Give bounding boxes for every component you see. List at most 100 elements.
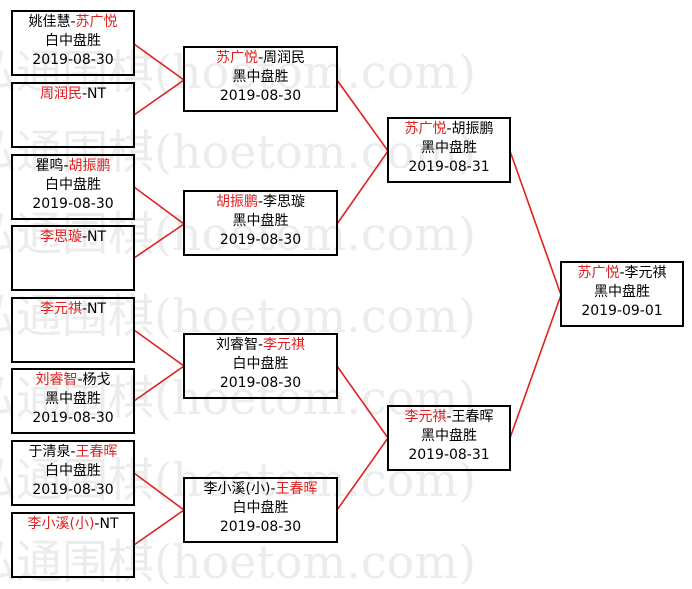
match-players: 李小溪(小)-NT xyxy=(27,516,119,532)
match-result xyxy=(13,534,133,553)
player-name: 胡振鹏 xyxy=(451,121,494,137)
match-players: 李小溪(小)-王春晖 xyxy=(203,481,318,497)
match-date: 2019-08-30 xyxy=(219,232,302,248)
match-date: 2019-08-30 xyxy=(32,196,114,212)
match-date: 2019-08-30 xyxy=(219,88,302,104)
match-players: 刘睿智-杨戈 xyxy=(35,372,111,388)
match-result: 黑中盘胜 xyxy=(232,213,289,229)
player-name: 周润民 xyxy=(263,50,306,66)
match-box-r1m7: 于清泉-王春晖 白中盘胜 2019-08-30 xyxy=(11,440,135,506)
match-players: 瞿鸣-胡振鹏 xyxy=(35,158,111,174)
match-box-final: 苏广悦-李元祺 黑中盘胜 2019-09-01 xyxy=(560,261,684,327)
match-date xyxy=(13,123,133,142)
watermark-text: 弘通围棋(hoetom.com) xyxy=(0,453,476,507)
winner-name: 苏广悦 xyxy=(215,50,258,66)
winner-name: 王春晖 xyxy=(75,444,118,460)
watermark-text: 弘通围棋(hoetom.com) xyxy=(0,125,476,179)
connector-line xyxy=(509,150,562,296)
match-players: 李元祺-NT xyxy=(39,301,107,317)
player-name: 李小溪(小) xyxy=(203,481,271,497)
connector-line xyxy=(133,472,185,511)
player-name: 刘睿智 xyxy=(215,337,258,353)
match-result: 黑中盘胜 xyxy=(594,284,650,300)
match-players: 苏广悦-李元祺 xyxy=(577,265,667,281)
winner-name: 李思璇 xyxy=(39,229,82,245)
connector-line xyxy=(509,294,562,439)
winner-name: 李元祺 xyxy=(39,301,82,317)
player-name: 李元祺 xyxy=(624,265,667,281)
connector-line xyxy=(336,79,389,152)
match-date: 2019-09-01 xyxy=(581,303,663,319)
match-result: 白中盘胜 xyxy=(45,177,101,193)
match-box-r2m2: 胡振鹏-李思璇 黑中盘胜 2019-08-30 xyxy=(183,190,338,256)
winner-name: 胡振鹏 xyxy=(215,194,258,210)
match-box-r1m4: 李思璇-NT xyxy=(11,225,135,291)
winner-name: 苏广悦 xyxy=(404,121,447,137)
player-name: 于清泉 xyxy=(28,444,71,460)
match-players: 于清泉-王春晖 xyxy=(28,444,118,460)
connector-line xyxy=(133,329,185,367)
match-result: 黑中盘胜 xyxy=(421,140,477,156)
match-players: 胡振鹏-李思璇 xyxy=(215,194,306,210)
match-result: 白中盘胜 xyxy=(232,500,289,516)
connector-line xyxy=(336,150,389,225)
winner-name: 李小溪(小) xyxy=(27,516,95,532)
match-date: 2019-08-30 xyxy=(219,519,302,535)
player-name: NT xyxy=(99,516,119,532)
match-date: 2019-08-30 xyxy=(32,52,114,68)
match-box-r1m1: 姚佳慧-苏广悦 白中盘胜 2019-08-30 xyxy=(11,10,135,76)
match-result xyxy=(13,104,133,123)
watermark-text: 弘通围棋(hoetom.com) xyxy=(0,45,476,99)
player-name: NT xyxy=(87,86,107,102)
watermark-text: 弘通围棋(hoetom.com) xyxy=(0,207,476,261)
match-date xyxy=(13,266,133,285)
match-box-r2m1: 苏广悦-周润民 黑中盘胜 2019-08-30 xyxy=(183,46,338,112)
connector-line xyxy=(336,437,389,511)
player-name: NT xyxy=(87,229,107,245)
winner-name: 王春晖 xyxy=(275,481,318,497)
match-date: 2019-08-30 xyxy=(32,410,114,426)
match-box-r1m2: 周润民-NT xyxy=(11,82,135,148)
match-box-r3m2: 李元祺-王春晖 黑中盘胜 2019-08-31 xyxy=(387,405,511,471)
match-box-r1m5: 李元祺-NT xyxy=(11,297,135,363)
connector-line xyxy=(133,223,185,259)
match-result: 黑中盘胜 xyxy=(232,69,289,85)
player-name: 杨戈 xyxy=(82,372,111,388)
match-date xyxy=(13,338,133,357)
match-players: 周润民-NT xyxy=(39,86,107,102)
match-result xyxy=(13,247,133,266)
match-result: 白中盘胜 xyxy=(45,463,101,479)
player-name: 王春晖 xyxy=(451,409,494,425)
watermark-text: 弘通围棋(hoetom.com) xyxy=(0,535,476,589)
connector-line xyxy=(336,365,389,439)
match-players: 刘睿智-李元祺 xyxy=(215,337,306,353)
match-players: 苏广悦-胡振鹏 xyxy=(404,121,494,137)
match-box-r1m3: 瞿鸣-胡振鹏 白中盘胜 2019-08-30 xyxy=(11,154,135,220)
winner-name: 李元祺 xyxy=(263,337,306,353)
connector-line xyxy=(133,186,185,225)
match-players: 李思璇-NT xyxy=(39,229,107,245)
match-box-r2m3: 刘睿智-李元祺 白中盘胜 2019-08-30 xyxy=(183,333,338,399)
match-result: 黑中盘胜 xyxy=(45,391,101,407)
player-name: 姚佳慧 xyxy=(28,14,71,30)
match-date: 2019-08-31 xyxy=(408,447,490,463)
connector-line xyxy=(133,509,185,546)
winner-name: 胡振鹏 xyxy=(68,158,111,174)
match-players: 姚佳慧-苏广悦 xyxy=(28,14,118,30)
match-players: 苏广悦-周润民 xyxy=(215,50,306,66)
connector-line xyxy=(133,43,185,81)
connector-line xyxy=(133,365,185,402)
match-date: 2019-08-30 xyxy=(32,482,114,498)
match-box-r1m8: 李小溪(小)-NT xyxy=(11,512,135,578)
match-box-r1m6: 刘睿智-杨戈 黑中盘胜 2019-08-30 xyxy=(11,368,135,434)
winner-name: 苏广悦 xyxy=(75,14,118,30)
match-date: 2019-08-30 xyxy=(219,375,302,391)
match-date: 2019-08-31 xyxy=(408,159,490,175)
match-result: 白中盘胜 xyxy=(232,356,289,372)
winner-name: 周润民 xyxy=(39,86,82,102)
match-result: 白中盘胜 xyxy=(45,33,101,49)
winner-name: 苏广悦 xyxy=(577,265,620,281)
match-date xyxy=(13,553,133,572)
match-result xyxy=(13,319,133,338)
